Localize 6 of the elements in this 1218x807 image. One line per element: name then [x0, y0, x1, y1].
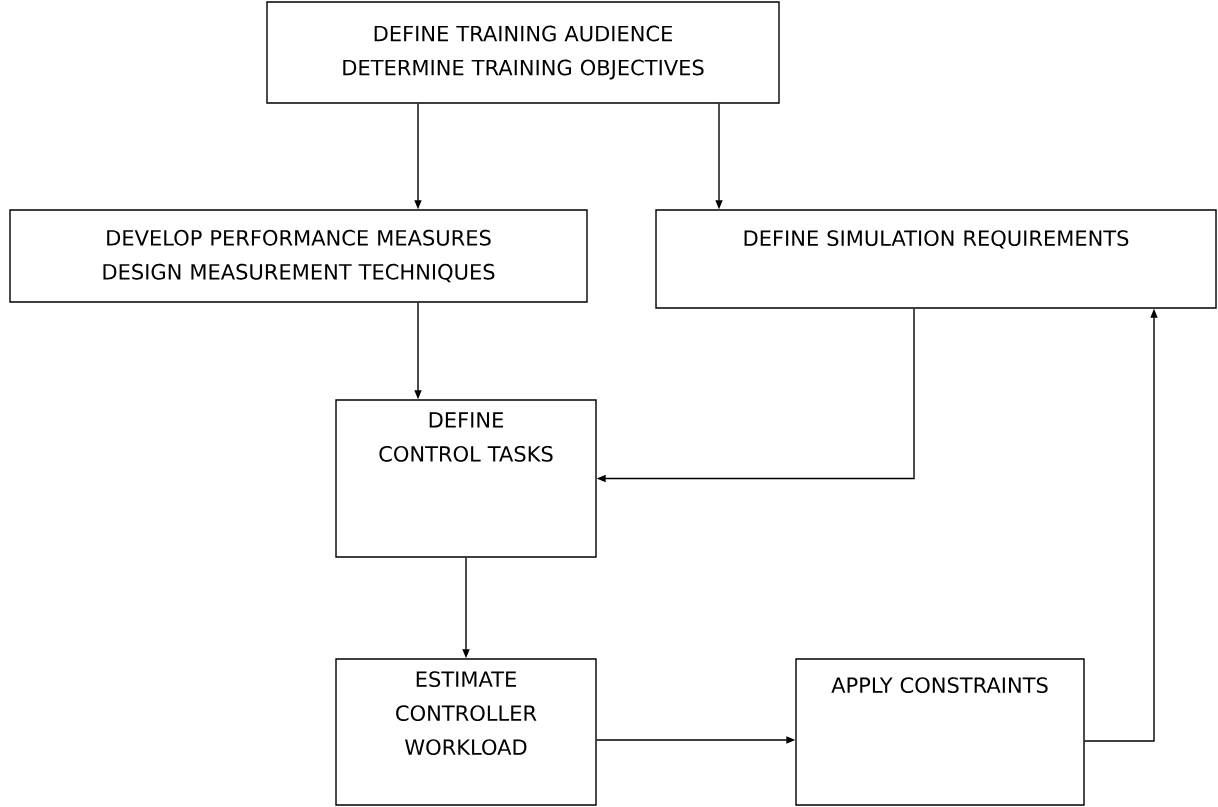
process-box: APPLY CONSTRAINTS: [795, 658, 1085, 806]
process-box: DEFINE TRAINING AUDIENCE DETERMINE TRAINING OBJECTIVES: [266, 1, 780, 104]
process-box: DEFINE CONTROL TASKS: [335, 399, 597, 558]
process-box: DEFINE SIMULATION REQUIREMENTS: [655, 209, 1217, 309]
process-box: DEVELOP PERFORMANCE MEASURES DESIGN MEASUREMENT TECHNIQUES: [9, 209, 588, 303]
process-box: ESTIMATE CONTROLLER WORKLOAD: [335, 658, 597, 806]
